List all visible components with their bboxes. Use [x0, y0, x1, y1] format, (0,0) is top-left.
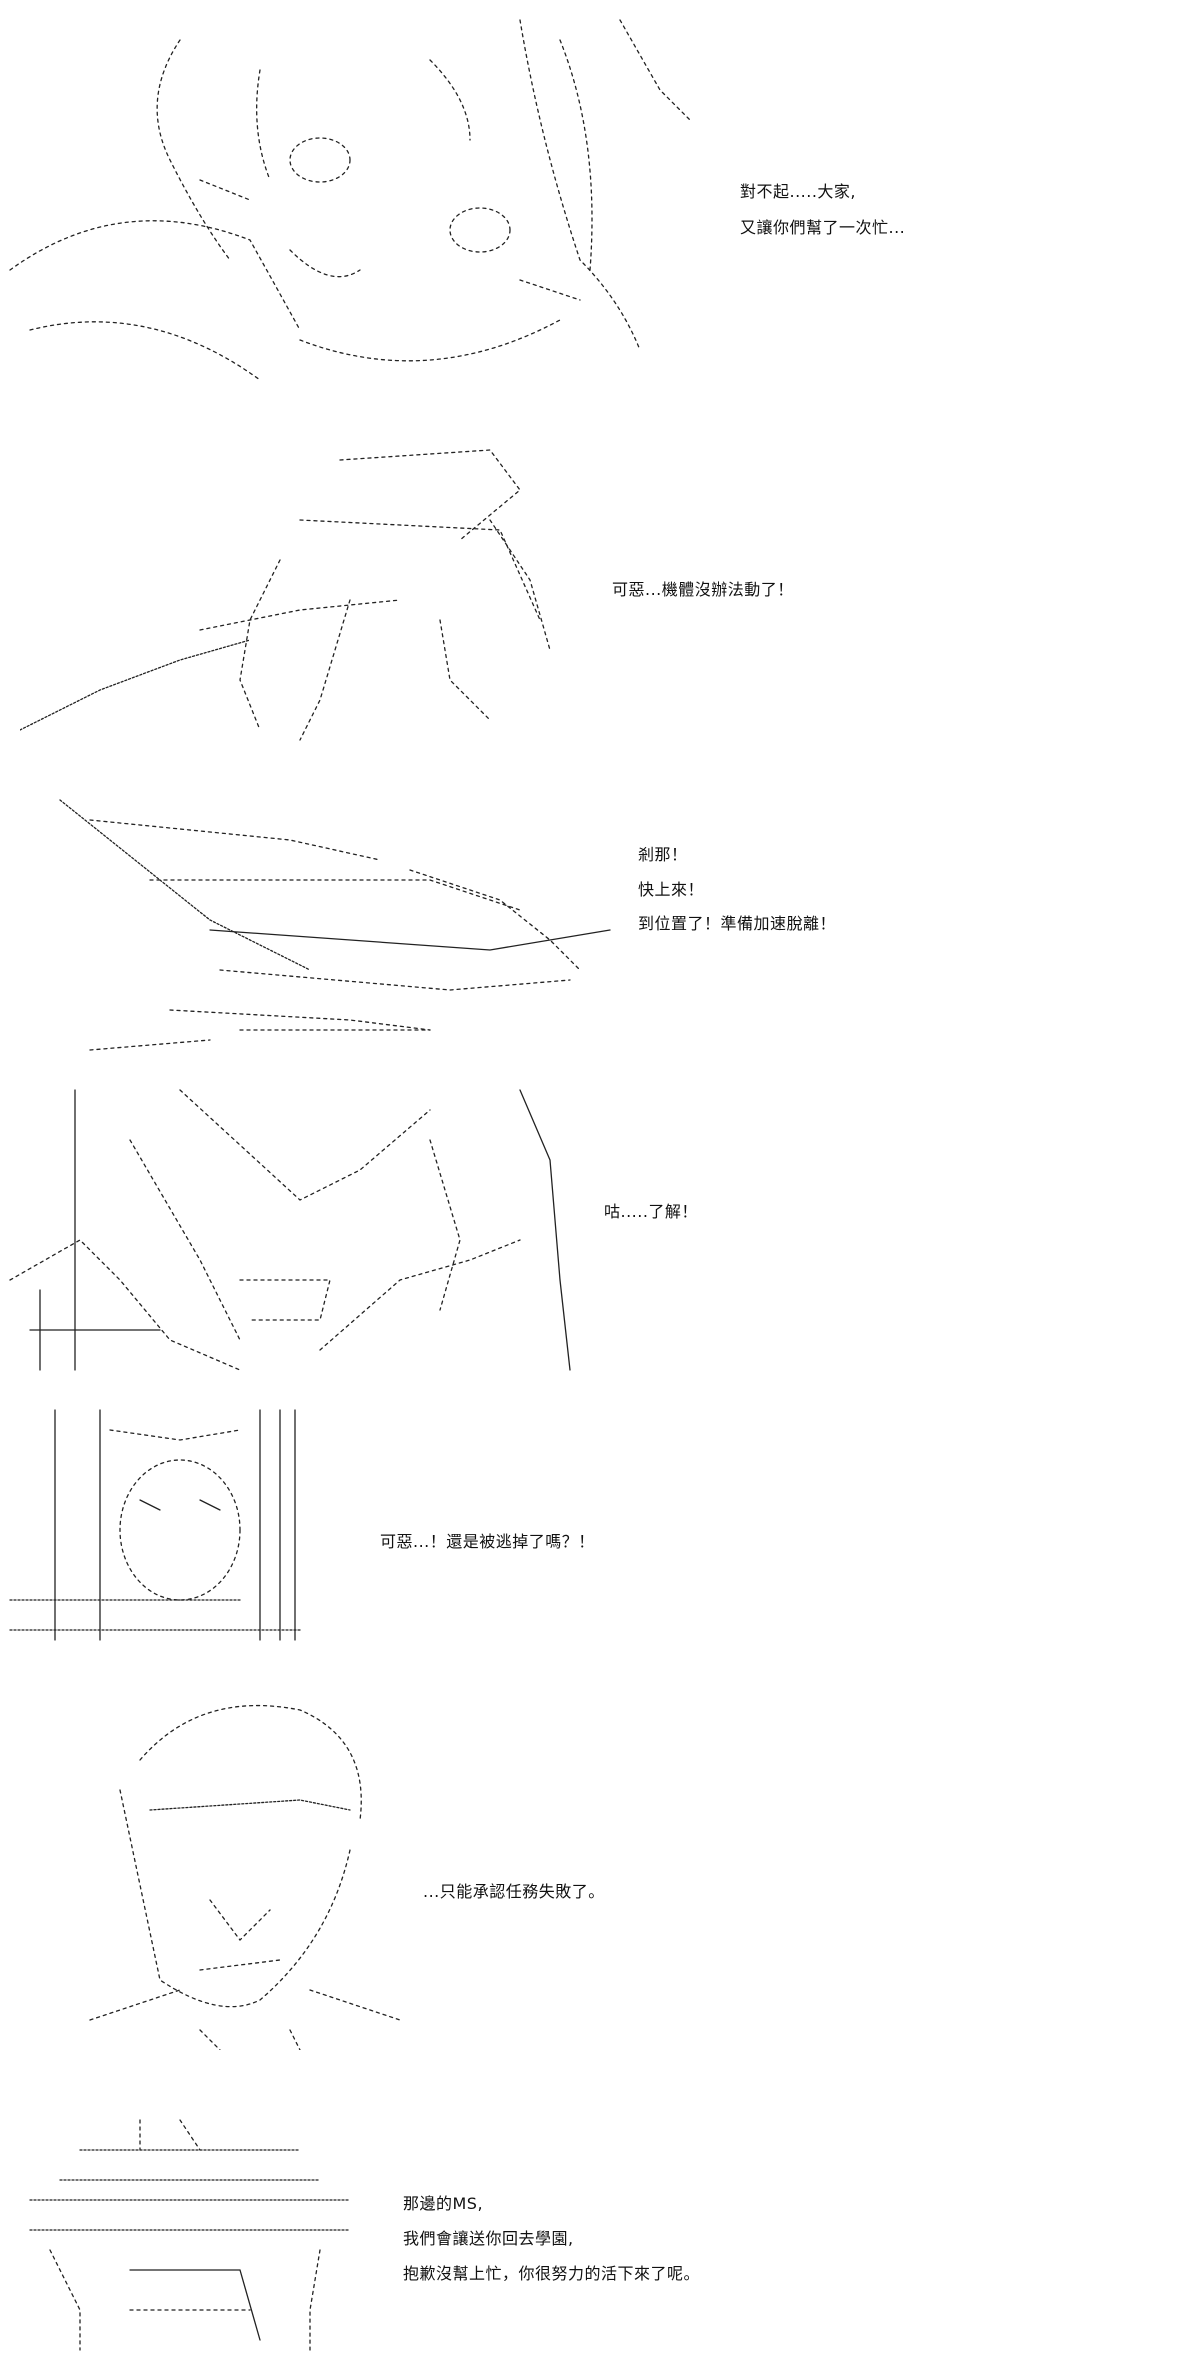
ascii-art-panel-7 [20, 2110, 360, 2360]
dialogue-line: 到位置了！準備加速脫離！ [638, 914, 837, 933]
ascii-art-panel-4 [0, 1080, 590, 1380]
dialogue-line: 又讓你們幫了一次忙... [740, 218, 906, 237]
dialogue-line: 剎那！ [638, 845, 688, 864]
dialogue-line: 可惡...機體沒辦法動了！ [612, 580, 794, 599]
dialogue-line: 可惡...！還是被逃掉了嗎？！ [380, 1532, 595, 1551]
dialogue-line: 那邊的MS, [403, 2194, 484, 2213]
dialogue-line: 我們會讓送你回去學園, [403, 2229, 574, 2248]
dialogue-line: 咕.....了解！ [604, 1202, 698, 1221]
ascii-art-panel-2 [19, 420, 580, 750]
dialogue-line: 抱歉沒幫上忙，你很努力的活下來了呢。 [403, 2264, 701, 2283]
dialogue-line: 對不起.....大家, [740, 182, 857, 201]
ascii-art-panel-3 [50, 770, 670, 1060]
ascii-art-panel-1 [0, 0, 700, 400]
dialogue-line: ...只能承認任務失敗了。 [423, 1882, 605, 1901]
dialogue-line: 快上來！ [638, 880, 705, 899]
ascii-art-panel-5 [0, 1400, 320, 1660]
ascii-art-panel-6 [80, 1680, 420, 2051]
